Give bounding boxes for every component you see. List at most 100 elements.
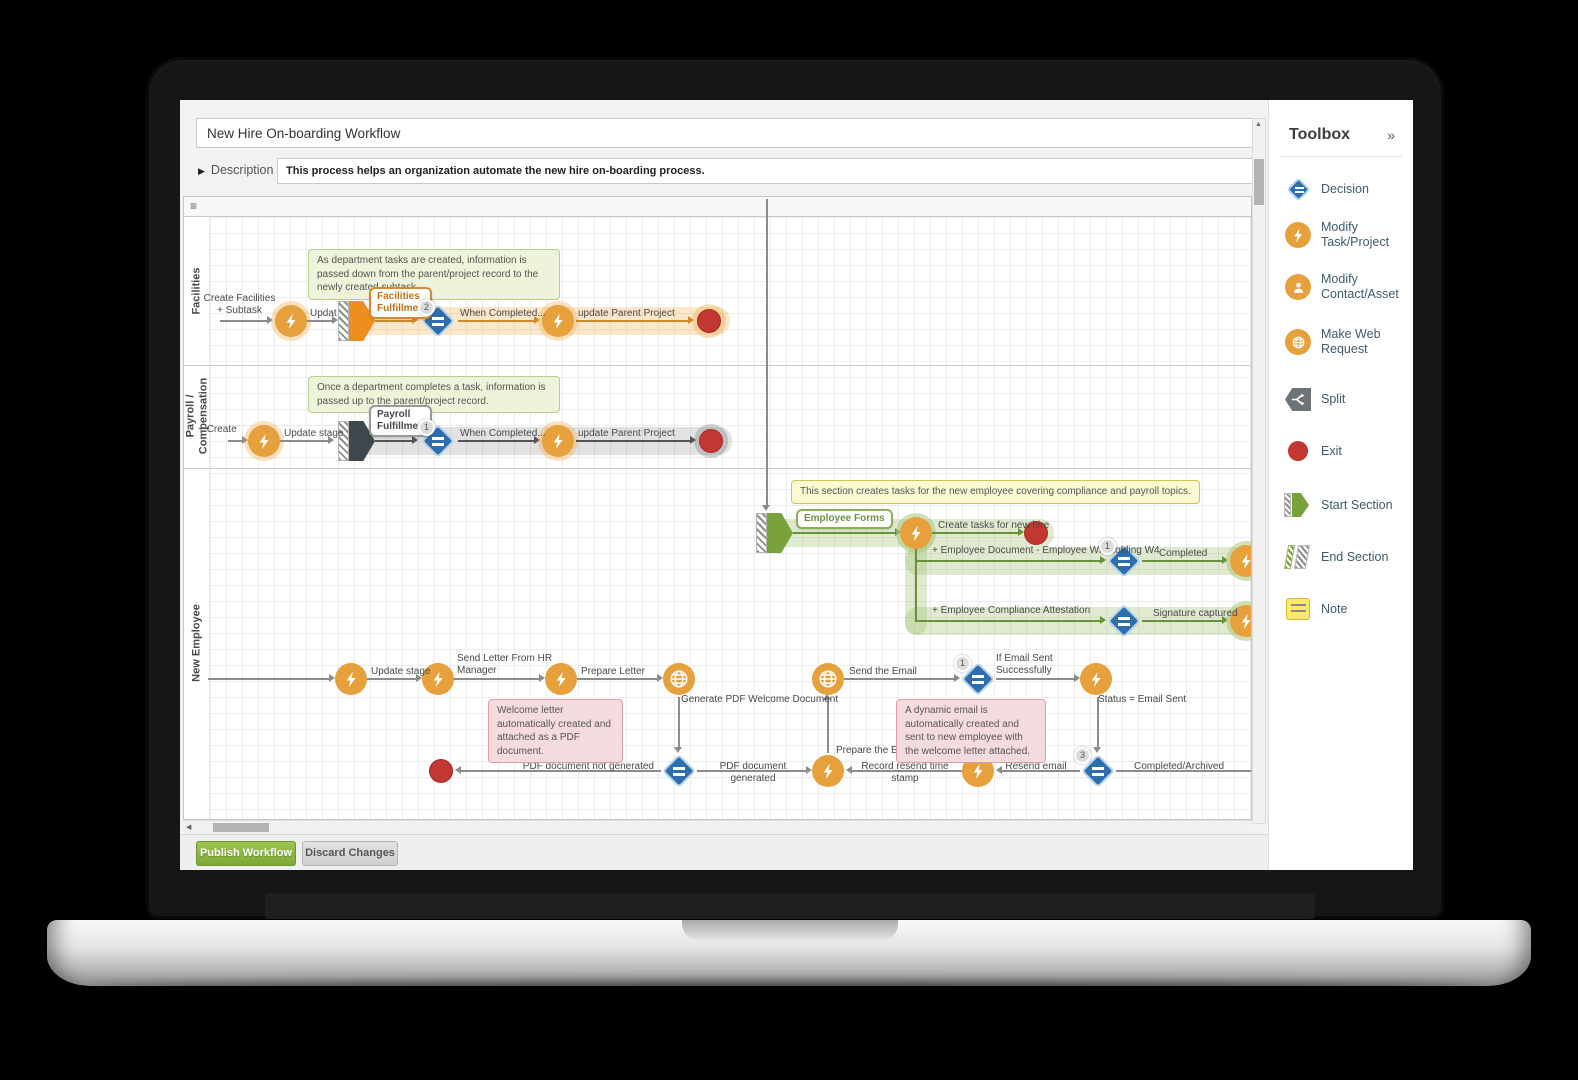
connector bbox=[915, 560, 1100, 562]
lane-label-column bbox=[184, 217, 210, 819]
workflow-canvas[interactable]: ≡ Facilities Payroll /Compensation New E… bbox=[183, 196, 1252, 820]
scroll-left-icon[interactable]: ◀ bbox=[186, 824, 192, 831]
label-completed: Completed bbox=[1159, 548, 1208, 559]
node-web-request[interactable] bbox=[812, 663, 844, 695]
toolbox-item-note[interactable]: Note bbox=[1283, 594, 1409, 624]
arrowhead bbox=[412, 436, 418, 444]
label-update-parent-project: update Parent Project bbox=[578, 428, 675, 439]
toolbox-item-exit[interactable]: Exit bbox=[1283, 436, 1409, 466]
lane-menu-icon[interactable]: ≡ bbox=[190, 199, 198, 213]
arrowhead bbox=[534, 436, 540, 444]
node-modify-task[interactable] bbox=[1230, 545, 1251, 577]
label-compliance-attestation: + Employee Compliance Attestation bbox=[932, 605, 1091, 616]
node-decision[interactable] bbox=[1106, 603, 1142, 639]
toolbox-item-modify-task[interactable]: Modify Task/Project bbox=[1283, 220, 1409, 250]
node-decision[interactable] bbox=[1080, 753, 1116, 789]
label-status-email-sent: Status = Email Sent bbox=[1098, 694, 1187, 705]
connector bbox=[915, 549, 917, 621]
arrowhead bbox=[539, 674, 545, 682]
arrowhead bbox=[688, 316, 694, 324]
node-modify-task[interactable] bbox=[545, 663, 577, 695]
node-exit[interactable] bbox=[429, 759, 453, 783]
label-create: + Create bbox=[198, 424, 237, 435]
connector bbox=[375, 320, 412, 322]
node-modify-task[interactable] bbox=[1080, 663, 1112, 695]
note-payroll[interactable]: Once a department completes a task, info… bbox=[308, 376, 560, 413]
node-modify-task[interactable] bbox=[335, 663, 367, 695]
connector bbox=[220, 320, 267, 322]
disclosure-triangle-icon[interactable]: ▶ bbox=[198, 166, 205, 176]
toolbox-collapse-icon[interactable]: » bbox=[1387, 127, 1395, 143]
note-dynamic-email[interactable]: A dynamic email is automatically created… bbox=[896, 699, 1046, 763]
toolbox-item-split[interactable]: Split bbox=[1283, 384, 1409, 414]
node-modify-task[interactable] bbox=[900, 517, 932, 549]
laptop-base-notch bbox=[682, 920, 898, 940]
connector bbox=[1142, 560, 1222, 562]
vertical-scroll-thumb[interactable] bbox=[1254, 159, 1264, 205]
label-update-parent-project: update Parent Project bbox=[578, 308, 675, 319]
publish-workflow-button[interactable]: Publish Workflow bbox=[196, 841, 296, 866]
arrowhead bbox=[846, 766, 852, 774]
node-exit[interactable] bbox=[699, 429, 723, 453]
connector bbox=[576, 440, 690, 442]
node-decision[interactable] bbox=[420, 423, 456, 459]
node-web-request[interactable] bbox=[663, 663, 695, 695]
node-exit[interactable] bbox=[1024, 521, 1048, 545]
node-modify-task[interactable] bbox=[275, 305, 307, 337]
node-modify-task[interactable] bbox=[422, 663, 454, 695]
horizontal-scrollbar[interactable]: ◀ bbox=[183, 820, 1252, 834]
connection-badge: 3 bbox=[1074, 747, 1091, 764]
connector bbox=[461, 770, 661, 772]
connector bbox=[454, 678, 539, 680]
label-create-tasks: Create tasks for new hire bbox=[938, 520, 1050, 531]
node-modify-task[interactable] bbox=[542, 305, 574, 337]
toolbox-item-start-section[interactable]: Start Section bbox=[1283, 490, 1409, 520]
vertical-scrollbar[interactable]: ▲ bbox=[1252, 118, 1266, 824]
label-prepare-the-email: Prepare the Email bbox=[836, 745, 917, 756]
node-exit[interactable] bbox=[697, 309, 721, 333]
node-decision[interactable] bbox=[1106, 543, 1142, 579]
node-decision[interactable] bbox=[960, 661, 996, 697]
horizontal-scroll-thumb[interactable] bbox=[213, 823, 269, 832]
label-employee-document-w4: + Employee Document - Employee Withholdi… bbox=[932, 545, 1160, 556]
description-input[interactable] bbox=[277, 158, 1253, 184]
workflow-title-input[interactable] bbox=[196, 118, 1253, 148]
arrowhead bbox=[1222, 556, 1228, 564]
note-new-employee-section[interactable]: This section creates tasks for the new e… bbox=[791, 480, 1200, 504]
scroll-up-icon[interactable]: ▲ bbox=[1255, 121, 1262, 128]
connection-badge: 1 bbox=[1099, 538, 1116, 555]
connection-badge: 1 bbox=[418, 419, 435, 436]
node-modify-task[interactable] bbox=[1230, 605, 1251, 637]
label-updat: Updat bbox=[310, 308, 337, 319]
section-start-hatch bbox=[756, 513, 767, 553]
section-label-employee-forms[interactable]: Employee Forms bbox=[796, 509, 893, 529]
node-modify-task[interactable] bbox=[812, 755, 844, 787]
lane-label-new-employee: New Employee bbox=[190, 604, 203, 682]
node-modify-task[interactable] bbox=[542, 425, 574, 457]
lane-separator bbox=[184, 365, 1251, 366]
toolbox-item-end-section[interactable]: End Section bbox=[1283, 542, 1409, 572]
laptop-hinge bbox=[265, 893, 1315, 919]
arrowhead bbox=[895, 528, 901, 536]
laptop-shadow bbox=[90, 982, 1490, 994]
description-label: ▶Description bbox=[198, 163, 274, 177]
node-decision[interactable] bbox=[420, 303, 456, 339]
node-modify-task[interactable] bbox=[248, 425, 280, 457]
toolbox-item-web-request[interactable]: Make Web Request bbox=[1283, 327, 1409, 357]
toolbox-item-modify-contact[interactable]: Modify Contact/Asset bbox=[1283, 272, 1409, 302]
connector bbox=[996, 678, 1074, 680]
arrowhead bbox=[267, 316, 273, 324]
arrowhead bbox=[332, 316, 338, 324]
label-pdf-not-generated: PDF document not generated bbox=[522, 761, 654, 772]
note-welcome-letter[interactable]: Welcome letter automatically created and… bbox=[488, 699, 623, 763]
connector bbox=[375, 440, 412, 442]
connector bbox=[844, 678, 954, 680]
note-facilities[interactable]: As department tasks are created, informa… bbox=[308, 249, 560, 300]
toolbox-item-decision[interactable]: Decision bbox=[1283, 174, 1409, 204]
connection-badge: 2 bbox=[418, 299, 435, 316]
discard-changes-button[interactable]: Discard Changes bbox=[302, 841, 398, 866]
label-pdf-generated: PDF document generated bbox=[719, 761, 787, 784]
node-decision[interactable] bbox=[661, 753, 697, 789]
arrowhead bbox=[690, 436, 696, 444]
